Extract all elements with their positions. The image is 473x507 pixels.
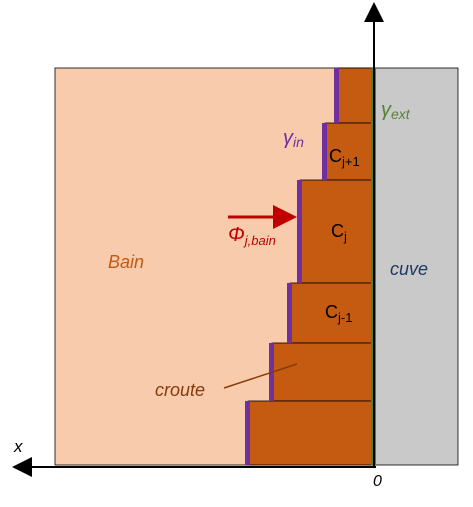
cell-j-minus-1-label: Cj-1 (325, 302, 352, 325)
bath-label: Bain (108, 252, 144, 272)
gamma-ext-label: γext (381, 99, 411, 122)
cell-j-label: Cj (331, 221, 347, 244)
gamma-ext-subscript: ext (391, 106, 411, 122)
gamma-in-label: γin (283, 127, 304, 150)
origin-label: 0 (373, 473, 382, 490)
x-axis-label: x (13, 437, 23, 456)
crust-cell-j-plus-1 (324, 122, 373, 181)
tank-region (372, 67, 459, 466)
gamma-in-subscript: in (293, 134, 304, 150)
gamma-ext-symbol: γ (381, 99, 392, 121)
crust-cell-top (336, 67, 373, 124)
tank-label: cuve (390, 259, 428, 279)
crust-label: croute (155, 380, 205, 400)
crust-cell-lower (271, 342, 373, 402)
gamma-in-symbol: γ (283, 127, 294, 149)
flux-subscript: j,bain (243, 233, 276, 248)
crust-cell-j-minus-1 (289, 282, 373, 344)
crust-cell-bottom (247, 400, 373, 466)
flux-label: Φj,bain (228, 224, 276, 248)
crust-cell-j (299, 179, 373, 284)
crust-blocks (247, 67, 373, 466)
crust-pointer (223, 363, 298, 389)
cell-j-plus-1-label: Cj+1 (329, 146, 360, 169)
flux-symbol: Φ (228, 224, 245, 246)
